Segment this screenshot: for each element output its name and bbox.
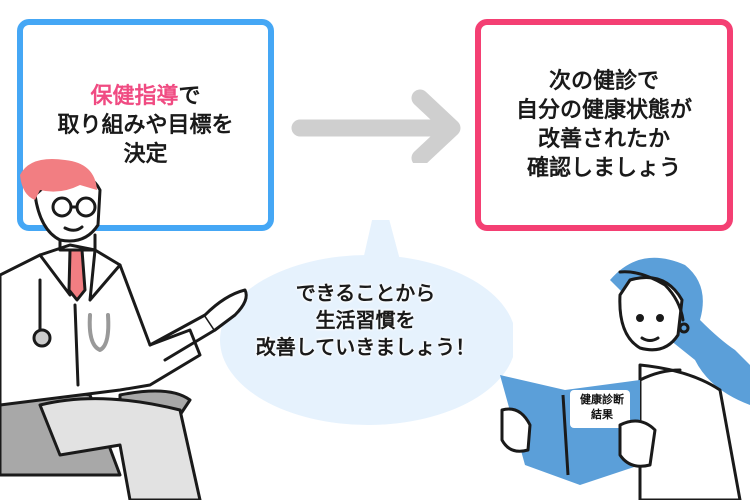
checkup-line-3: 改善されたか bbox=[537, 127, 670, 152]
health-guidance-highlight: 保健指導 bbox=[90, 83, 179, 109]
speech-bubble bbox=[220, 220, 513, 425]
checkup-line-1: 次の健診で bbox=[548, 69, 659, 94]
guidance-line-3: 決定 bbox=[123, 141, 168, 167]
checkup-line-2: 自分の健康状態が bbox=[515, 98, 692, 123]
patient-illustration bbox=[500, 257, 750, 500]
speech-bubble-text: できることから 生活習慣を 改善していきましょう！ bbox=[255, 281, 476, 359]
guidance-line-2: 取り組みや目標を bbox=[57, 112, 234, 138]
report-book-label: 健康診断 結果 bbox=[580, 393, 624, 421]
right-arrow-icon bbox=[291, 89, 461, 163]
doctor-illustration bbox=[0, 159, 248, 500]
guidance-line-1: 保健指導で bbox=[90, 83, 201, 109]
checkup-line-4: 確認しましょう bbox=[526, 156, 681, 181]
checkup-box: 次の健診で 自分の健康状態が 改善されたか 確認しましょう bbox=[475, 19, 733, 231]
